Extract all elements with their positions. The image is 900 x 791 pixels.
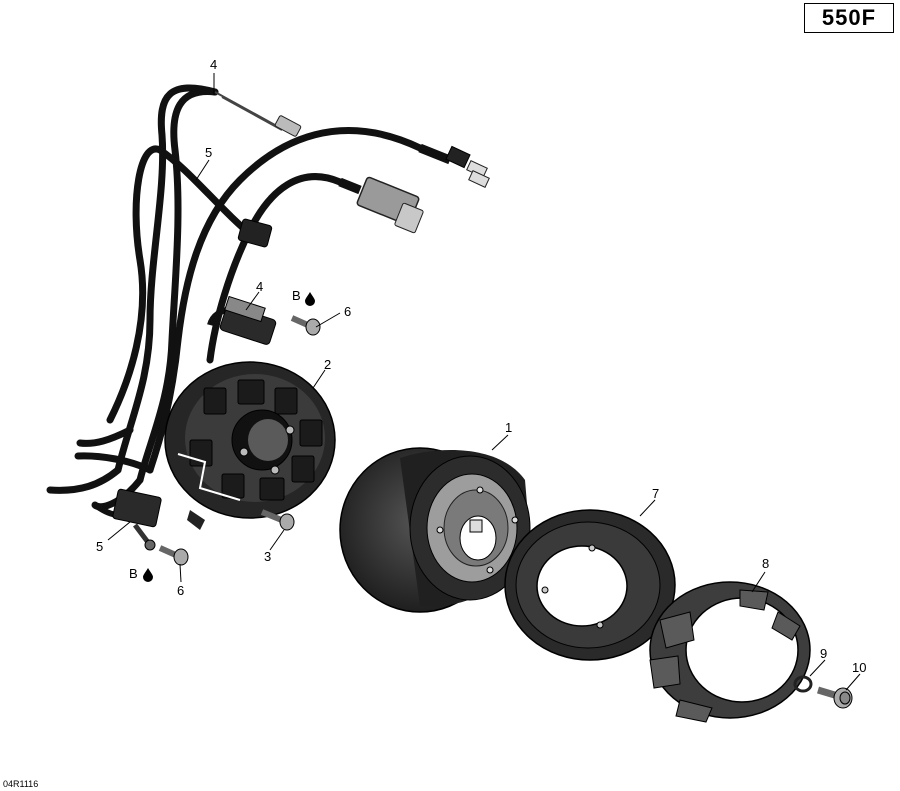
trigger-coil-upper <box>207 295 277 345</box>
callout-8: 8 <box>762 556 770 571</box>
callout-b-upper: B <box>292 288 301 303</box>
callout-2: 2 <box>324 357 332 372</box>
callout-1: 1 <box>505 420 513 435</box>
drawing-number: 04R1116 <box>3 779 39 789</box>
callout-6-upper: 6 <box>344 304 352 319</box>
callout-5-upper: 5 <box>205 145 213 160</box>
callout-5-lower: 5 <box>96 539 104 554</box>
callout-4-lower: 4 <box>256 279 264 294</box>
callout-6-lower: 6 <box>177 583 185 598</box>
screw-item-3 <box>260 509 295 531</box>
bolt <box>816 686 853 709</box>
washer <box>793 675 813 693</box>
callout-9: 9 <box>820 646 828 661</box>
stator <box>164 361 336 530</box>
callout-3: 3 <box>264 549 272 564</box>
trigger-wheel <box>504 509 676 661</box>
oil-drop-icon <box>305 292 315 306</box>
lead-lines <box>107 73 861 691</box>
oil-drop-icon <box>143 568 153 582</box>
model-badge: 550F <box>804 3 894 33</box>
callout-7: 7 <box>652 486 660 501</box>
callout-4-upper: 4 <box>210 57 218 72</box>
rotor-cover-ring <box>649 581 811 723</box>
harness-connectors <box>214 91 490 248</box>
wiring-harness <box>46 84 424 511</box>
trigger-coil-lower <box>93 488 162 551</box>
flywheel-rotor <box>339 447 531 613</box>
callout-10: 10 <box>852 660 867 675</box>
callout-b-lower: B <box>129 566 138 581</box>
screw-item-6-upper <box>290 315 321 336</box>
screw-item-6-lower <box>158 545 189 566</box>
